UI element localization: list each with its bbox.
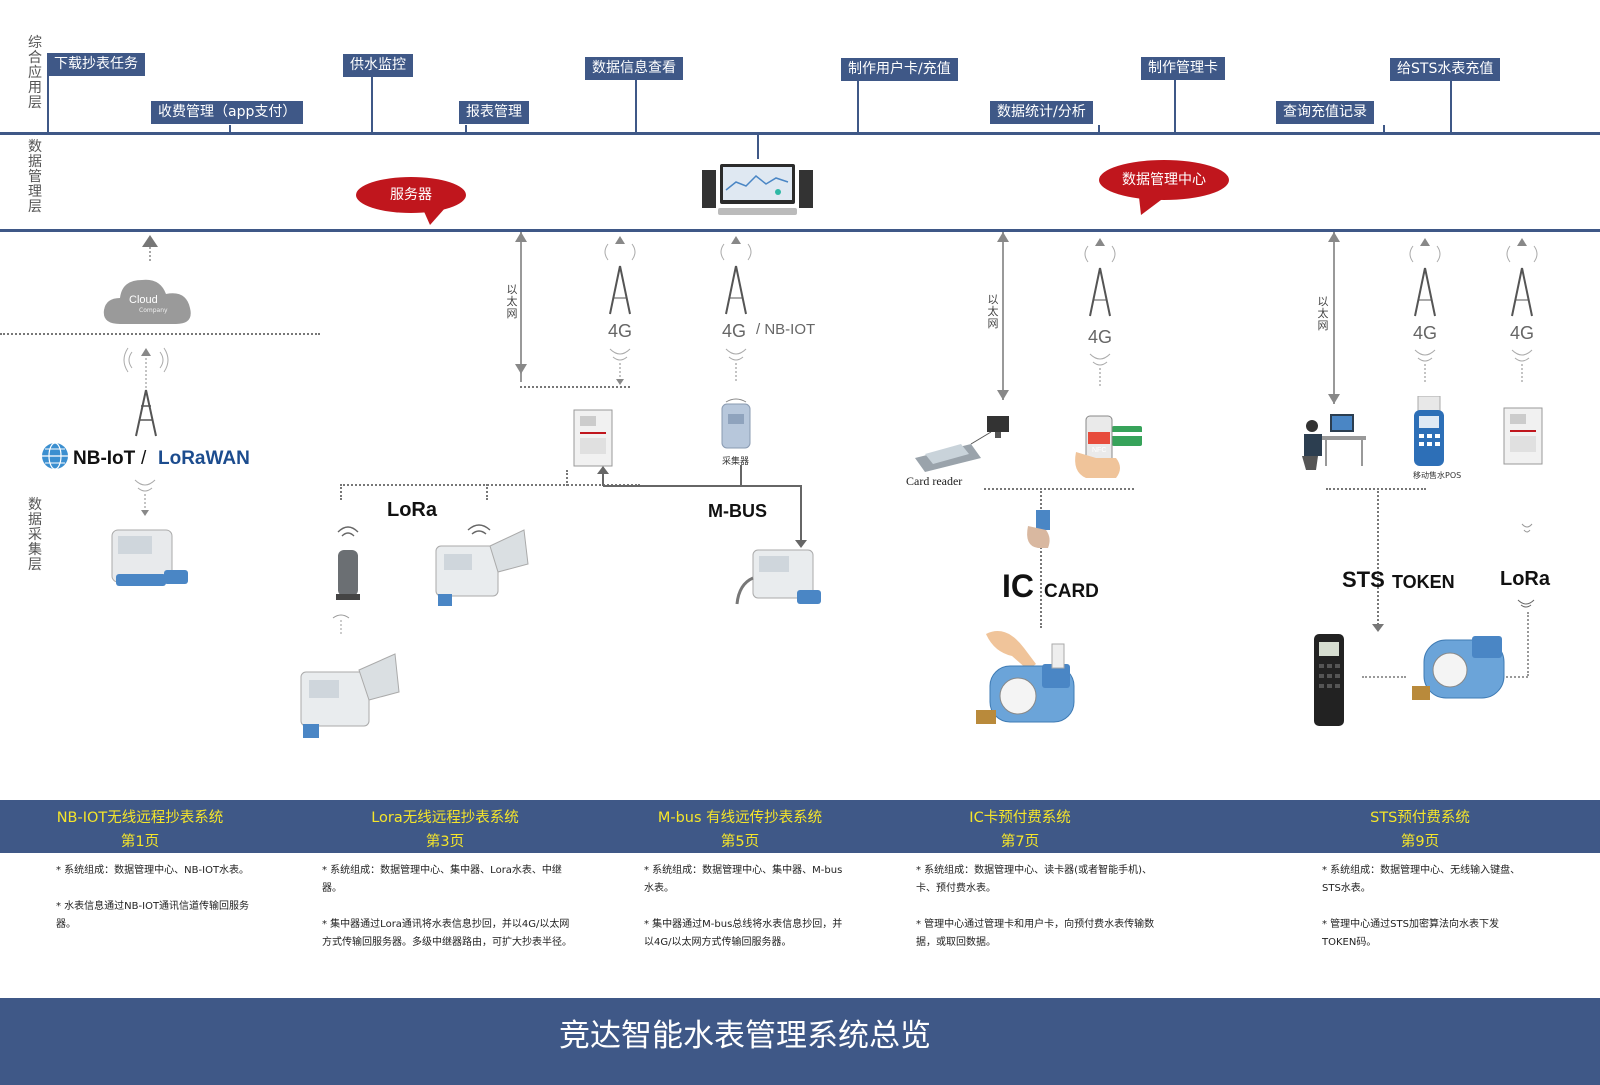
ethernet-label-3: 以太网 <box>1317 295 1329 332</box>
lora-right-label: LoRa <box>1500 568 1550 590</box>
nbiot-water-meter-icon <box>111 529 188 586</box>
data-center-bubble-tail <box>1139 197 1165 215</box>
sts-keypad-icon <box>1314 634 1344 726</box>
uplink-arrow-icon <box>142 235 158 263</box>
ethernet-label-2: 以太网 <box>987 293 999 330</box>
collector-icon <box>721 398 751 449</box>
tower-icon <box>123 347 169 437</box>
system-title-nbiot[interactable]: NB-IOT无线远程抄表系统第1页 <box>56 810 224 850</box>
fn-statistics[interactable]: 数据统计/分析 <box>990 101 1093 124</box>
cloud-boundary-line <box>0 333 320 335</box>
nbiot-slash: / <box>141 448 147 469</box>
collector-label: 采集器 <box>722 457 750 467</box>
server-bubble-tail <box>422 207 446 225</box>
nbiot-label: NB-IoT <box>73 448 136 469</box>
globe-icon <box>42 442 68 470</box>
system-title-bar <box>0 800 1600 853</box>
layer-label-management: 数据管理层 <box>28 139 42 215</box>
ic-water-meter-icon <box>976 631 1075 724</box>
card-reader-label: Card reader <box>906 474 963 488</box>
lora-mid-label: LoRa <box>387 499 437 521</box>
layer-label-application: 综合应用层 <box>28 35 42 111</box>
nbiot-suffix-label: / NB-IOT <box>756 321 816 338</box>
sts-label: STS <box>1342 567 1385 592</box>
lora-link-icon <box>332 614 350 634</box>
system-title-mbus[interactable]: M-bus 有线远传抄表系统第5页 <box>657 810 823 850</box>
nfc-phone-icon <box>1075 415 1142 478</box>
fn-billing[interactable]: 收费管理（app支付） <box>151 101 304 124</box>
tower-4g-4-icon <box>1409 238 1441 317</box>
card-label: CARD <box>1044 581 1099 602</box>
hand-card-icon <box>1027 510 1050 548</box>
system-title-ic[interactable]: IC卡预付费系统第7页 <box>969 810 1071 850</box>
mbus-label: M-BUS <box>708 501 767 521</box>
pos-terminal-icon <box>1414 396 1444 466</box>
g4-label-1: 4G <box>608 321 633 341</box>
token-label: TOKEN <box>1392 572 1455 592</box>
cloud-label: Cloud <box>129 294 158 306</box>
management-bus-line <box>0 229 1600 232</box>
server-bubble: 服务器 <box>356 177 466 213</box>
system-desc-sts: * 系统组成：数据管理中心、无线输入键盘、STS水表。* 管理中心通过STS加密… <box>1322 865 1521 948</box>
tower-4g-5-icon <box>1506 238 1538 317</box>
fn-query-records[interactable]: 查询充值记录 <box>1276 101 1374 124</box>
fn-water-monitor[interactable]: 供水监控 <box>343 54 413 77</box>
card-reader-icon <box>915 416 1009 472</box>
lora-wifi-icon <box>467 524 491 535</box>
tower-4g-2-icon <box>720 236 752 315</box>
sts-water-meter-icon <box>1412 636 1505 700</box>
fn-reports[interactable]: 报表管理 <box>459 101 529 124</box>
tower-4g-3-icon <box>1084 238 1116 317</box>
computer-server-icon <box>702 164 813 215</box>
sts-concentrator-icon <box>1503 407 1543 465</box>
data-center-bubble: 数据管理中心 <box>1099 160 1229 200</box>
system-desc-ic: * 系统组成：数据管理中心、读卡器(或者智能手机)、卡、预付费水表。* 管理中心… <box>916 865 1155 948</box>
footer-bar <box>0 998 1600 1085</box>
fn-sts-recharge[interactable]: 给STS水表充值 <box>1390 58 1501 81</box>
lora-meter-2-icon <box>300 653 400 738</box>
signal-wave-icon <box>134 479 156 516</box>
g4-label-2: 4G <box>722 321 747 341</box>
ethernet-label-1: 以太网 <box>506 283 518 320</box>
system-title-lora[interactable]: Lora无线远程抄表系统第3页 <box>371 810 519 850</box>
lora-water-meter-icon <box>435 529 529 606</box>
g4-label-4: 4G <box>1413 323 1438 343</box>
fn-make-admin-card[interactable]: 制作管理卡 <box>1141 57 1225 80</box>
ic-label: IC <box>1002 568 1034 604</box>
operator-desk-icon <box>1302 414 1366 470</box>
g4-label-5: 4G <box>1510 323 1535 343</box>
g4-label-3: 4G <box>1088 327 1113 347</box>
lora-right-wifi-icon <box>1517 599 1535 608</box>
cloud-icon <box>103 279 191 324</box>
system-desc-mbus: * 系统组成：数据管理中心、集中器、M-bus水表。* 集中器通过M-bus总线… <box>644 865 843 948</box>
tower-4g-1-icon <box>604 236 636 315</box>
fn-data-view[interactable]: 数据信息查看 <box>585 57 683 80</box>
pos-label: 移动售水POS <box>1413 471 1462 480</box>
system-title-sts[interactable]: STS预付费系统第9页 <box>1370 810 1470 850</box>
footer-title: 竞达智能水表管理系统总览 <box>559 1018 931 1054</box>
system-desc-lora: * 系统组成：数据管理中心、集中器、Lora水表、中继器。* 集中器通过Lora… <box>322 865 572 948</box>
system-desc-nbiot: * 系统组成：数据管理中心、NB-IOT水表。* 水表信息通过NB-IOT通讯信… <box>56 865 250 930</box>
fn-download-task[interactable]: 下载抄表任务 <box>47 53 145 76</box>
mbus-water-meter-icon <box>735 549 821 605</box>
cloud-sublabel: Company <box>139 307 168 314</box>
concentrator-icon <box>573 409 613 467</box>
lora-repeater-icon <box>336 526 360 600</box>
nfc-label: NFC <box>1092 447 1107 454</box>
fn-make-user-card[interactable]: 制作用户卡/充值 <box>841 58 958 81</box>
lora-connector-line <box>340 484 640 486</box>
layer-label-collection: 数据采集层 <box>28 497 42 573</box>
application-bus-line <box>0 132 1600 135</box>
lorawan-label: LoRaWAN <box>158 448 250 469</box>
